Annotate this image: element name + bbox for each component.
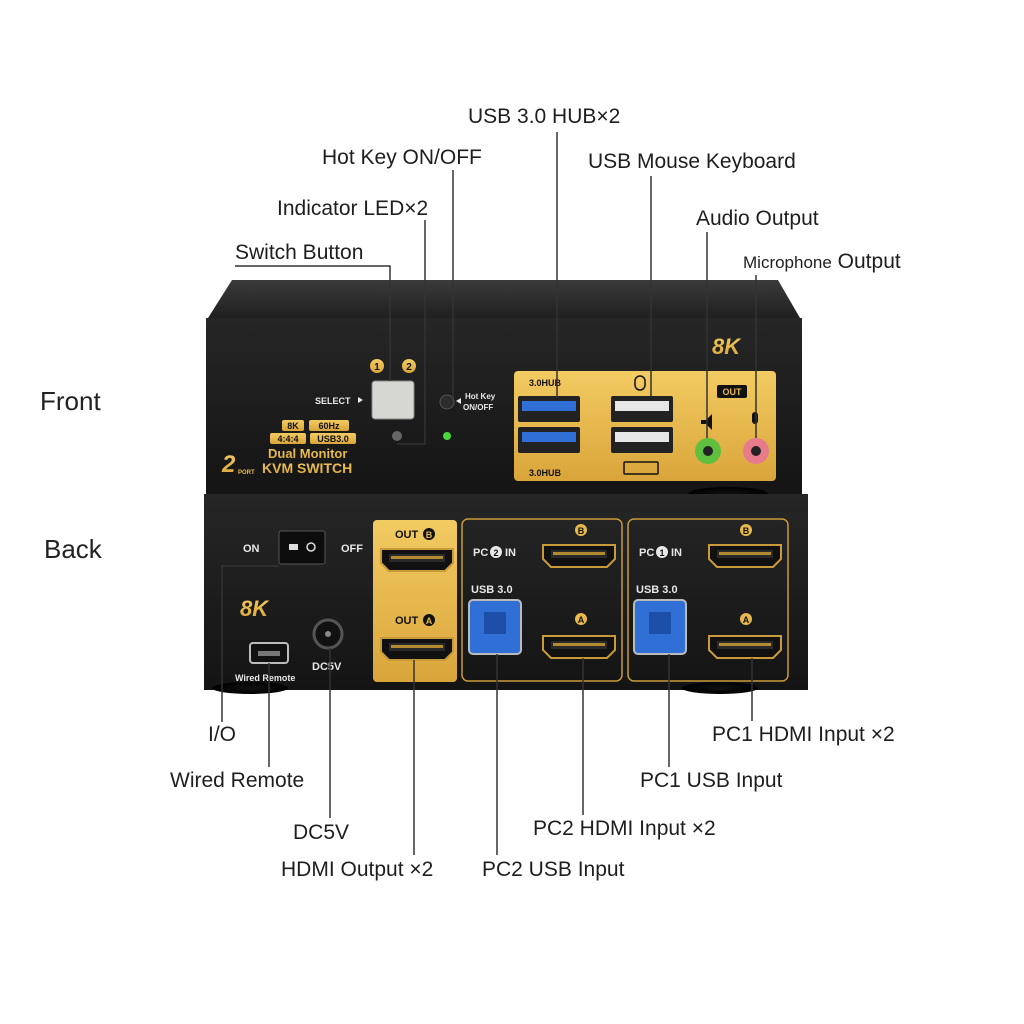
power-switch[interactable]: [278, 530, 326, 565]
callout-audio-output: Audio Output: [696, 207, 819, 230]
hot-key-line1: Hot Key: [465, 392, 496, 401]
audio-out-badge: OUT: [723, 387, 743, 397]
callout-pc1-usb-input: PC1 USB Input: [640, 769, 783, 792]
microphone-word: Microphone: [743, 253, 832, 272]
port-count: 2: [221, 451, 236, 478]
keyboard-icon: [623, 461, 659, 475]
back-label: Back: [44, 534, 102, 564]
front-brand-8k: 8K: [712, 334, 742, 359]
mouse-icon: [634, 375, 646, 391]
spec-60hz: 60Hz: [318, 421, 340, 431]
output-word: Output: [837, 250, 901, 273]
product-line1: Dual Monitor: [268, 446, 347, 461]
callout-wired-remote: Wired Remote: [170, 769, 305, 792]
spec-8k: 8K: [287, 421, 299, 431]
pc2-a-letter: A: [578, 615, 585, 625]
hdmi-out-a[interactable]: [380, 637, 454, 661]
power-on-label: ON: [243, 543, 260, 555]
dc5v-label: DC5V: [312, 661, 342, 673]
callout-usb-mouse-keyboard: USB Mouse Keyboard: [588, 150, 796, 173]
leader-lines: [221, 132, 757, 855]
power-off-label: OFF: [341, 543, 363, 555]
out-a-letter: A: [426, 616, 433, 626]
pc2-usb-label: USB 3.0: [471, 584, 513, 596]
back-brand-8k: 8K: [240, 596, 270, 621]
callout-usb-hub: USB 3.0 HUB×2: [468, 105, 621, 128]
port-word: PORT: [238, 470, 255, 476]
switch-button[interactable]: [371, 380, 415, 420]
hdmi-pc1-b[interactable]: [708, 544, 782, 568]
callout-pc2-hdmi-input: PC2 HDMI Input ×2: [533, 817, 716, 840]
microphone-icon: [752, 412, 758, 424]
indicator-led-2: [443, 432, 451, 440]
back-unit: ON OFF 8K Wired Remote DC5V OUT B OUT A …: [204, 494, 808, 694]
pc1-number: 1: [659, 548, 664, 558]
hdmi-out-b[interactable]: [380, 548, 454, 572]
callout-hot-key: Hot Key ON/OFF: [322, 146, 482, 169]
spec-usb3: USB3.0: [317, 434, 349, 444]
pc2-prefix: PC: [473, 547, 488, 559]
hdmi-pc2-a[interactable]: [542, 635, 616, 659]
pc2-in: IN: [505, 547, 516, 559]
callout-indicator-led: Indicator LED×2: [277, 197, 429, 220]
out-a-label: OUT: [395, 615, 419, 627]
pc1-usb-label: USB 3.0: [636, 584, 678, 596]
hdmi-pc1-a[interactable]: [708, 635, 782, 659]
front-port-2: 2: [406, 362, 412, 373]
out-b-letter: B: [426, 530, 433, 540]
callout-pc2-usb-input: PC2 USB Input: [482, 858, 625, 881]
out-b-label: OUT: [395, 529, 419, 541]
pc2-b-letter: B: [578, 526, 585, 536]
callout-switch-button: Switch Button: [235, 241, 364, 264]
front-unit: 1 2 SELECT Hot Key ON/OFF 8K 60Hz 4:4:4 …: [206, 280, 802, 501]
hot-key-line2: ON/OFF: [463, 403, 493, 412]
hub-label-bottom: 3.0HUB: [529, 468, 562, 478]
callout-dc5v: DC5V: [293, 821, 350, 844]
callout-pc1-hdmi-input: PC1 HDMI Input ×2: [712, 723, 895, 746]
callout-io: I/O: [208, 723, 237, 746]
callout-microphone-output: Microphone Output: [743, 250, 901, 274]
pc2-number: 2: [493, 548, 498, 558]
front-label: Front: [40, 386, 101, 416]
indicator-led-1: [392, 431, 402, 441]
hub-label-top: 3.0HUB: [529, 378, 562, 388]
pc1-a-letter: A: [743, 615, 750, 625]
pc1-prefix: PC: [639, 547, 654, 559]
select-label: SELECT: [315, 396, 351, 406]
hdmi-pc2-b[interactable]: [542, 544, 616, 568]
spec-444: 4:4:4: [277, 434, 298, 444]
pc1-in: IN: [671, 547, 682, 559]
front-port-1: 1: [374, 362, 380, 373]
product-line2: KVM SWITCH: [262, 460, 352, 476]
hot-key-button[interactable]: [439, 394, 455, 410]
pc1-b-letter: B: [743, 526, 750, 536]
wired-remote-label: Wired Remote: [235, 673, 295, 683]
callout-hdmi-output: HDMI Output ×2: [281, 858, 434, 881]
